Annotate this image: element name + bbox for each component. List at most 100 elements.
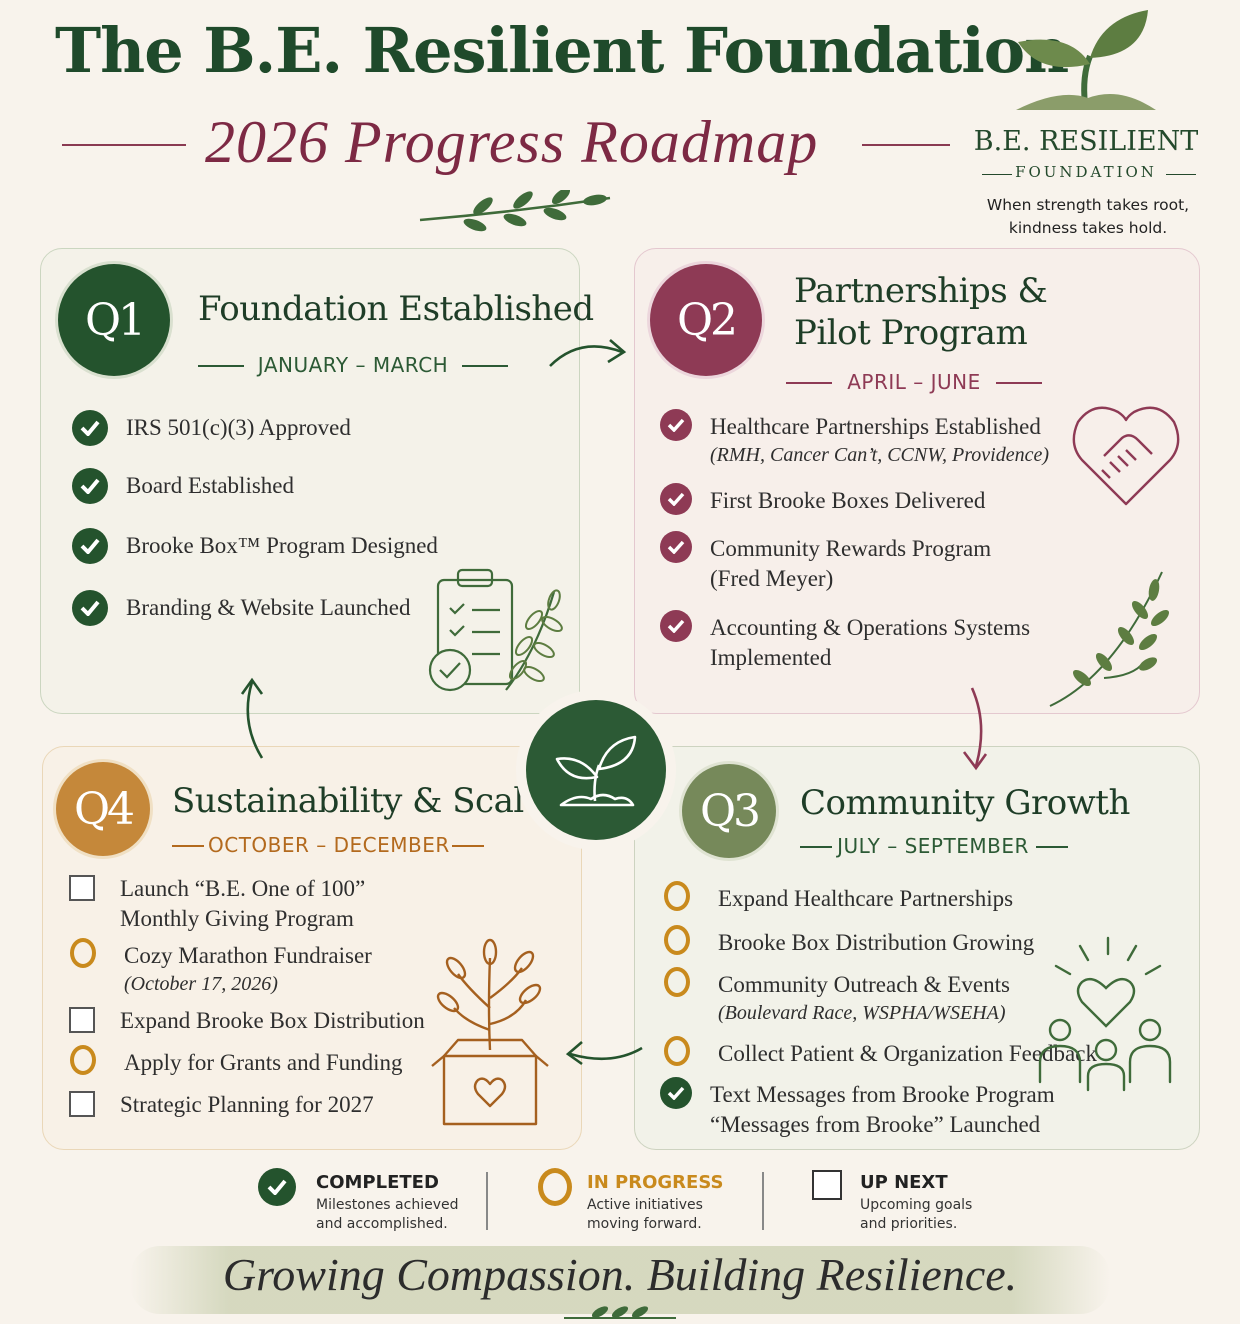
q2-item-2: First Brooke Boxes Delivered bbox=[660, 483, 986, 516]
q3-item-4-label: Collect Patient & Organization Feedback bbox=[718, 1041, 1097, 1066]
q4-item-4-label: Apply for Grants and Funding bbox=[124, 1050, 403, 1075]
check-icon bbox=[660, 483, 692, 515]
checkbox-empty-icon bbox=[69, 1091, 95, 1117]
check-icon bbox=[660, 531, 692, 563]
plant-box-icon bbox=[431, 938, 549, 1126]
q3-item-5-label-2: “Messages from Brooke” Launched bbox=[710, 1112, 1041, 1137]
q3-title: Community Growth bbox=[800, 783, 1130, 823]
page-title: The B.E. Resilient Foundation bbox=[55, 14, 1069, 87]
leaf-branch-icon bbox=[419, 190, 611, 232]
legend-in-progress-desc-1: Active initiatives bbox=[587, 1197, 703, 1213]
subtitle-rule-right bbox=[862, 144, 950, 146]
check-icon bbox=[72, 468, 108, 504]
checkbox-empty-icon bbox=[69, 1007, 95, 1033]
legend-separator bbox=[486, 1172, 488, 1230]
q3-badge: Q3 bbox=[682, 764, 776, 858]
q4-item-5: Strategic Planning for 2027 bbox=[66, 1090, 374, 1120]
q4-badge: Q4 bbox=[56, 762, 150, 856]
footer-band bbox=[130, 1246, 1110, 1314]
q1-item-4-label: Branding & Website Launched bbox=[126, 595, 411, 620]
legend-completed-desc: Milestones achieved and accomplished. bbox=[316, 1196, 459, 1234]
q2-item-2-label: First Brooke Boxes Delivered bbox=[710, 488, 986, 513]
check-icon bbox=[660, 409, 692, 441]
q2-title: Partnerships & Pilot Program bbox=[794, 270, 1048, 354]
heart-handshake-icon bbox=[1072, 406, 1180, 506]
q2-item-1: Healthcare Partnerships Established (RMH,… bbox=[660, 409, 1050, 468]
q2-period-rule-left bbox=[786, 382, 832, 384]
q1-period: JANUARY – MARCH bbox=[257, 353, 449, 377]
q4-item-1-label-2: Monthly Giving Program bbox=[120, 906, 354, 931]
community-heart-icon bbox=[1038, 936, 1172, 1092]
q3-period-rule-right bbox=[1036, 846, 1068, 848]
in-progress-icon bbox=[70, 1045, 96, 1075]
footer-slogan: Growing Compassion. Building Resilience. bbox=[222, 1249, 1018, 1300]
legend-completed-desc-2: and accomplished. bbox=[316, 1216, 448, 1232]
q1-item-3: Brooke Box™ Program Designed bbox=[72, 528, 438, 564]
q1-item-1: IRS 501(c)(3) Approved bbox=[72, 410, 351, 446]
q2-badge: Q2 bbox=[650, 264, 762, 376]
legend-in-progress-title: IN PROGRESS bbox=[587, 1172, 724, 1193]
q1-item-4: Branding & Website Launched bbox=[72, 590, 411, 626]
arrow-q2-to-q3-icon bbox=[962, 687, 988, 771]
center-medallion-inner bbox=[526, 700, 666, 840]
logo-rule-right bbox=[1166, 174, 1196, 175]
q4-item-3-label: Expand Brooke Box Distribution bbox=[120, 1008, 425, 1033]
sprout-icon bbox=[555, 735, 637, 807]
arrow-q3-to-q4-icon bbox=[565, 1041, 643, 1066]
q3-item-1-label: Expand Healthcare Partnerships bbox=[718, 886, 1014, 911]
q4-item-2-label: Cozy Marathon Fundraiser bbox=[124, 943, 372, 968]
q2-item-1-sub: (RMH, Cancer Can’t, CCNW, Providence) bbox=[710, 444, 1050, 466]
q4-item-2: Cozy Marathon Fundraiser (October 17, 202… bbox=[66, 938, 372, 997]
q2-item-4-label: Accounting & Operations Systems bbox=[710, 615, 1031, 640]
q4-period-rule-left bbox=[172, 845, 204, 847]
q3-item-3: Community Outreach & Events(Boulevard Ra… bbox=[660, 967, 1010, 1026]
in-progress-icon bbox=[664, 967, 690, 997]
q4-item-1-label: Launch “B.E. One of 100” bbox=[120, 876, 366, 901]
q3-period-rule-left bbox=[800, 846, 832, 848]
q4-period: OCTOBER – DECEMBER bbox=[208, 833, 450, 857]
legend-check-icon bbox=[258, 1168, 296, 1206]
q2-item-3-label: Community Rewards Program bbox=[710, 536, 992, 561]
legend-in-progress-icon bbox=[538, 1168, 572, 1206]
legend-completed-title: COMPLETED bbox=[316, 1172, 439, 1193]
q3-item-1: Expand Healthcare Partnerships bbox=[660, 881, 1014, 914]
logo-tagline: When strength takes root, kindness takes… bbox=[960, 194, 1216, 240]
q4-item-4: Apply for Grants and Funding bbox=[66, 1045, 403, 1078]
legend-up-next-title: UP NEXT bbox=[860, 1172, 948, 1193]
legend-up-next-desc-2: and priorities. bbox=[860, 1216, 958, 1232]
logo-tagline-line-1: When strength takes root, bbox=[986, 196, 1190, 214]
q1-item-2-label: Board Established bbox=[126, 473, 294, 498]
q4-item-2-sub: (October 17, 2026) bbox=[124, 973, 278, 995]
legend-completed-desc-1: Milestones achieved bbox=[316, 1197, 459, 1213]
check-icon bbox=[72, 590, 108, 626]
arrow-q1-to-q2-icon bbox=[549, 339, 627, 367]
q4-item-5-label: Strategic Planning for 2027 bbox=[120, 1092, 374, 1117]
q3-item-3-sub: (Boulevard Race, WSPHA/WSEHA) bbox=[718, 1002, 1006, 1024]
logo-rule-left bbox=[982, 174, 1012, 175]
q3-item-5-label: Text Messages from Brooke Program bbox=[710, 1082, 1055, 1107]
logo-tagline-line-2: kindness takes hold. bbox=[1008, 219, 1168, 237]
legend-in-progress-desc-2: moving forward. bbox=[587, 1216, 702, 1232]
q1-item-3-label: Brooke Box™ Program Designed bbox=[126, 533, 438, 558]
check-icon bbox=[72, 410, 108, 446]
q4-item-3: Expand Brooke Box Distribution bbox=[66, 1006, 425, 1036]
arrow-q4-to-q1-icon bbox=[240, 677, 264, 759]
q1-item-1-label: IRS 501(c)(3) Approved bbox=[126, 415, 351, 440]
q3-item-2: Brooke Box Distribution Growing bbox=[660, 925, 1035, 958]
in-progress-icon bbox=[70, 938, 96, 968]
legend-up-next-desc-1: Upcoming goals bbox=[860, 1197, 973, 1213]
subtitle-rule-left bbox=[62, 144, 186, 146]
q2-item-3-label-2: (Fred Meyer) bbox=[710, 566, 834, 591]
q3-item-5: Text Messages from Brooke Program “Messag… bbox=[660, 1077, 1055, 1140]
q1-item-2: Board Established bbox=[72, 468, 294, 504]
q1-period-rule-left bbox=[198, 365, 244, 367]
q4-item-1: Launch “B.E. One of 100” Monthly Giving P… bbox=[66, 874, 365, 934]
legend-up-next-icon bbox=[812, 1170, 842, 1200]
q2-title-line-1: Partnerships & bbox=[794, 271, 1048, 311]
in-progress-icon bbox=[664, 1036, 690, 1066]
clipboard-check-icon bbox=[428, 568, 563, 692]
check-icon bbox=[660, 1077, 692, 1109]
q2-item-1-label: Healthcare Partnerships Established bbox=[710, 414, 1041, 439]
q3-item-2-label: Brooke Box Distribution Growing bbox=[718, 930, 1035, 955]
leaf-branch-icon bbox=[1049, 571, 1170, 707]
